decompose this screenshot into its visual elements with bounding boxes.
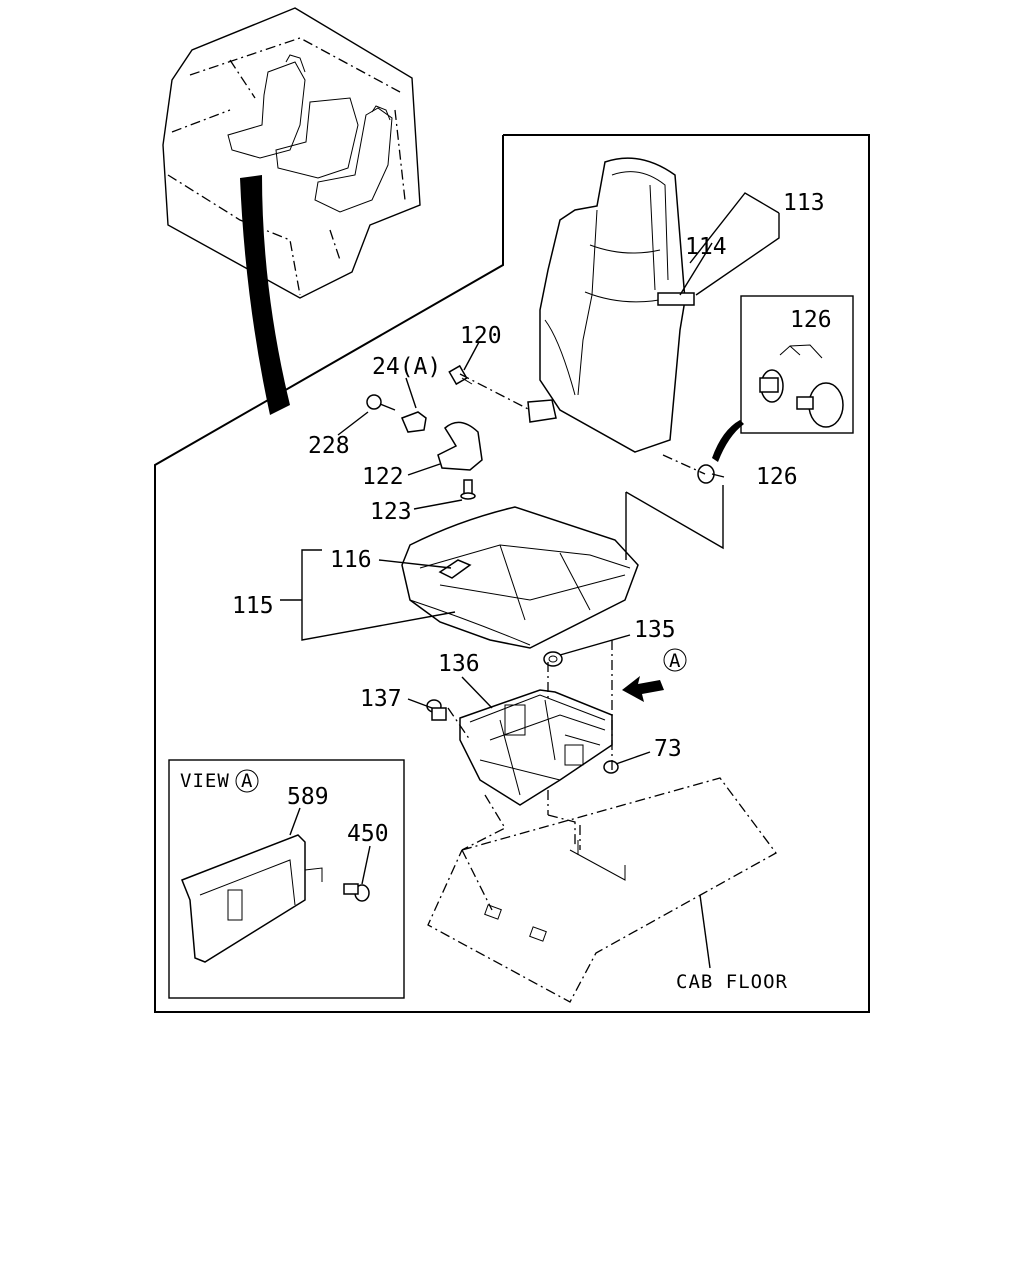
callout-137: 137 [360,686,402,712]
clip-24a [401,411,427,433]
cab-floor-label: CAB FLOOR [676,971,788,993]
callout-126-box: 126 [790,307,832,333]
bolt-137 [426,699,447,721]
cab-overview [162,7,421,299]
callout-113: 113 [783,190,825,216]
callout-116: 116 [330,547,372,573]
arrow-marker-label: A [669,650,681,672]
cap-126 [697,464,715,484]
fastener-228 [366,394,396,411]
callout-135: 135 [634,617,676,643]
callout-114: 114 [685,234,727,260]
fastener-120 [448,364,473,386]
assembly-lines [447,373,724,911]
main-frame-outline [154,134,870,1013]
seat-back [527,157,695,453]
seat-base-frame [459,689,613,806]
callout-120: 120 [460,323,502,349]
belt-anchor-122 [437,421,483,471]
view-a-box [168,759,405,999]
callout-123: 123 [370,499,412,525]
callout-24a: 24(A) [372,354,441,380]
callout-126: 126 [756,464,798,490]
callout-115: 115 [232,593,274,619]
leader-lines [280,192,780,969]
callout-122: 122 [362,464,404,490]
callout-450: 450 [347,821,389,847]
callout-228: 228 [308,433,350,459]
bolt-123 [460,479,476,500]
nut-135 [543,651,563,667]
nut-73 [603,760,619,774]
detail-pointer [712,420,744,462]
callout-136: 136 [438,651,480,677]
callout-589: 589 [287,784,329,810]
view-label: VIEW [180,770,230,792]
arrow-a-indicator [622,648,687,702]
detail-box-126 [740,295,854,434]
callout-73: 73 [654,736,682,762]
sweep-arrow [240,175,290,415]
view-marker: A [241,770,253,792]
seat-cushion [401,506,639,649]
cab-floor-plate [427,777,777,1003]
